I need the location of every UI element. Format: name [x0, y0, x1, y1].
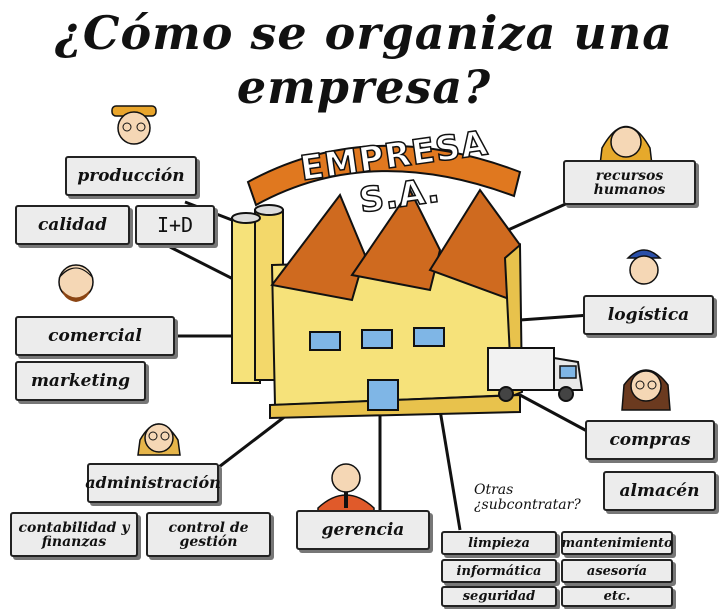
box-produccion: producción — [65, 156, 197, 196]
avatar-logistica — [626, 249, 662, 285]
box-compras: compras — [585, 420, 715, 460]
avatar-gerencia — [317, 463, 375, 513]
window — [413, 327, 445, 347]
box-asesoria: asesoría — [561, 559, 673, 583]
box-marketing: marketing — [15, 361, 146, 401]
subcontract-question: Otras ¿subcontratar? — [474, 482, 581, 513]
avatar-administracion — [137, 423, 181, 456]
diagram-title: ¿Cómo se organiza una empresa? — [54, 6, 674, 114]
box-informatica: informática — [441, 559, 557, 583]
avatar-recursos-humanos — [599, 125, 653, 166]
box-contabilidad: contabilidad y finanzas — [10, 512, 138, 557]
box-almacen: almacén — [603, 471, 716, 511]
box-logistica: logística — [583, 295, 714, 335]
window — [309, 331, 341, 351]
truck-icon — [487, 347, 584, 402]
avatar-compras — [621, 369, 671, 411]
box-recursos-humanos: recursos humanos — [563, 160, 696, 205]
box-mantenimiento: mantenimiento — [561, 531, 673, 555]
box-etc: etc. — [561, 586, 673, 607]
roof-2 — [350, 188, 442, 292]
door — [367, 379, 399, 411]
box-comercial: comercial — [15, 316, 175, 356]
window — [361, 329, 393, 349]
box-seguridad: seguridad — [441, 586, 557, 607]
avatar-produccion — [111, 105, 157, 145]
box-gerencia: gerencia — [296, 510, 430, 550]
box-calidad: calidad — [15, 205, 130, 245]
box-administracion: administración — [85, 463, 221, 503]
box-limpieza: limpieza — [441, 531, 557, 555]
avatar-comercial — [58, 264, 94, 302]
box-control-gestion: control de gestión — [146, 512, 271, 557]
box-i-d: I+D — [135, 205, 215, 245]
company-banner-shape — [246, 144, 522, 207]
